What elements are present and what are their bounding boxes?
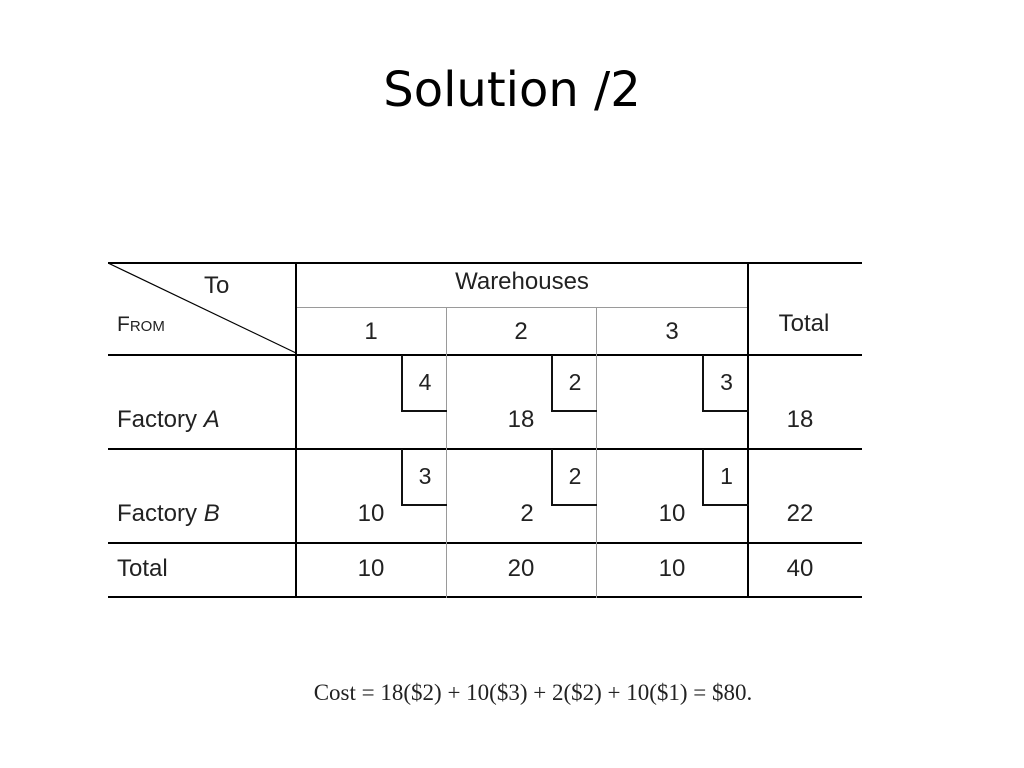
header-bottom-border (108, 354, 862, 356)
total-column-border (747, 262, 749, 598)
corner-to-label: To (204, 272, 230, 299)
cost-box-b2: 2 (551, 449, 597, 506)
allocation-b3: 10 (658, 500, 686, 527)
factory-a-label: Factory A (117, 406, 220, 433)
factory-b-total: 22 (786, 500, 814, 527)
cost-box-b3: 1 (702, 449, 749, 506)
allocation-b1: 10 (357, 500, 385, 527)
label-column-border (295, 262, 297, 598)
total-warehouse-1: 10 (357, 555, 385, 582)
cost-box-a2: 2 (551, 355, 597, 412)
total-row-label: Total (117, 555, 168, 582)
col-1-2-divider (446, 308, 447, 598)
corner-from-label: From (117, 313, 165, 336)
cost-box-a3: 3 (702, 355, 749, 412)
warehouse-2-header: 2 (514, 318, 528, 345)
cost-box-a1: 4 (401, 355, 447, 412)
factory-b-label: Factory B (117, 500, 220, 527)
total-warehouse-2: 20 (507, 555, 535, 582)
allocation-a2: 18 (507, 406, 535, 433)
factory-a-total: 18 (786, 406, 814, 433)
allocation-b2: 2 (520, 500, 534, 527)
table-top-border (108, 262, 862, 264)
row-a-bottom-border (108, 448, 862, 450)
total-warehouse-3: 10 (658, 555, 686, 582)
col-2-3-divider (596, 308, 597, 598)
warehouse-1-header: 1 (364, 318, 378, 345)
header-divider (296, 307, 748, 308)
slide-title: Solution /2 (383, 62, 641, 118)
row-b-bottom-border (108, 542, 862, 544)
warehouse-3-header: 3 (665, 318, 679, 345)
cost-box-b1: 3 (401, 449, 447, 506)
table-bottom-border (108, 596, 862, 598)
warehouses-header: Warehouses (455, 268, 589, 295)
grand-total: 40 (786, 555, 814, 582)
total-column-header: Total (778, 310, 830, 337)
corner-diagonal (108, 263, 297, 354)
cost-equation: Cost = 18($2) + 10($3) + 2($2) + 10($1) … (313, 680, 753, 705)
